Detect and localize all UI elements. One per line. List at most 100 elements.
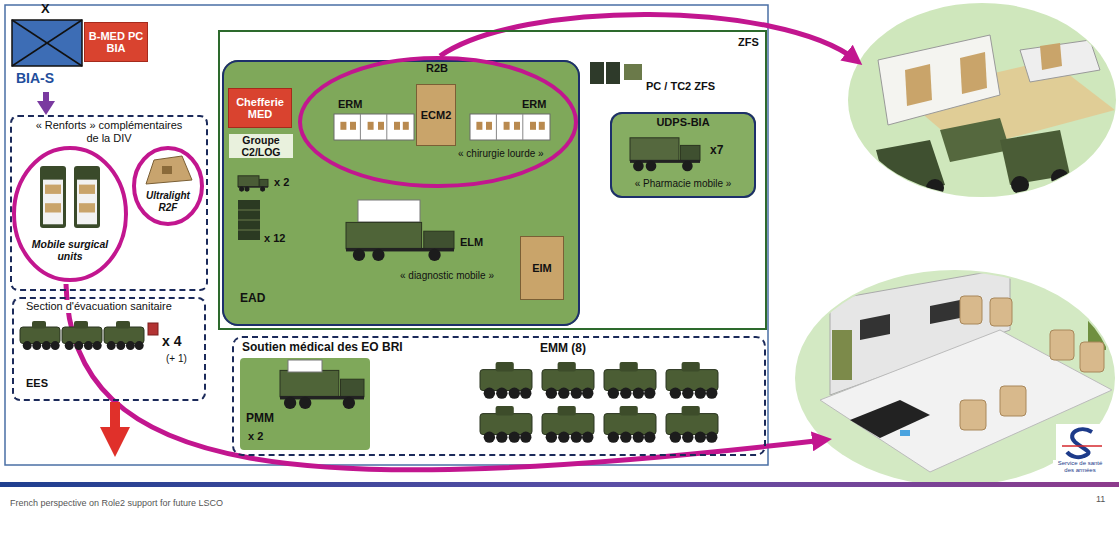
vehicle-wheel: [93, 341, 102, 350]
node-picture: [132, 146, 204, 226]
container-divider: [522, 114, 523, 140]
vehicle-turret: [682, 406, 700, 416]
vehicle-bed: [45, 203, 61, 212]
truck-body: [940, 118, 1010, 162]
vehicle-wheel: [695, 387, 706, 398]
vehicle-wheel: [74, 341, 83, 350]
highlight-ellipse: Ultralight R2F: [132, 146, 204, 226]
node-text: x7: [710, 144, 723, 158]
node-text: ZFS: [738, 36, 759, 49]
vehicle-turret: [620, 406, 638, 416]
vehicle-wheel: [84, 341, 93, 350]
callout-arrow: [440, 14, 856, 60]
node-text: x 2: [248, 430, 263, 443]
vehicle-bed: [79, 185, 95, 194]
unit-symbol-frame: [12, 20, 82, 66]
node-text: B-MED PC BIA: [86, 30, 146, 55]
vehicle-wheel: [670, 387, 681, 398]
vehicle-wheel: [546, 431, 557, 442]
unit-symbol-cross: [12, 20, 82, 66]
vehicle-wheel: [65, 341, 74, 350]
logo-mark: [1067, 429, 1092, 457]
slide-frame: [5, 5, 768, 465]
medical-support-group: Soutien médical des EO BRIPMMx 2EMM (8): [232, 336, 766, 456]
truck-chassis: [630, 160, 700, 163]
vehicle-wheel: [558, 387, 569, 398]
vehicle-wheel: [582, 431, 593, 442]
truck-wheel: [284, 397, 296, 409]
truck-wheel: [633, 161, 644, 172]
shelter-module: EIM: [520, 236, 564, 300]
vehicle-hull: [666, 414, 718, 435]
equipment-stack: [238, 200, 260, 240]
vehicle-turret: [682, 362, 700, 372]
vehicle-hull: [666, 370, 718, 391]
vehicle-hull: [480, 414, 532, 435]
command-panel: [606, 62, 620, 84]
truck-wheel: [428, 249, 440, 261]
truck-wheel: [682, 161, 693, 172]
vehicle-wheel: [520, 387, 531, 398]
vehicle-wheel: [633, 431, 644, 442]
vehicle-cabin: [43, 180, 63, 225]
vehicle-wheel: [42, 341, 51, 350]
node-text: « chirurgie lourde »: [458, 148, 544, 160]
node-text: x 2: [274, 176, 289, 189]
truck-wheel: [646, 161, 657, 172]
truck-chassis: [346, 248, 454, 252]
shelter-illustration: [876, 35, 1115, 204]
container-plan: [334, 114, 414, 140]
seat: [990, 298, 1012, 326]
node-text: ERM: [338, 98, 362, 111]
vehicle-turret: [116, 321, 130, 329]
node-text: Mobile surgical units: [25, 238, 115, 262]
vehicle-module: PMM x 2: [240, 358, 370, 450]
seat: [1080, 342, 1104, 372]
container-fitting: [539, 122, 545, 130]
node-text: PMM: [246, 412, 274, 426]
container-fitting: [378, 122, 384, 130]
vehicle-turret: [558, 362, 576, 372]
expanded-shelter: [358, 200, 420, 222]
node-text: Chefferie MED: [230, 96, 290, 121]
unit-badge: [148, 323, 158, 335]
truck-body: [630, 138, 679, 161]
vehicle-wheel: [633, 387, 644, 398]
vehicle-wheel: [620, 387, 631, 398]
truck-wheel: [1011, 176, 1029, 194]
tent: [146, 156, 192, 184]
container-plan: [470, 114, 550, 140]
container-fitting: [504, 122, 510, 130]
vehicle-wheel: [682, 387, 693, 398]
seat: [1050, 330, 1074, 360]
vehicle-wheel: [608, 387, 619, 398]
footer-bar: [0, 482, 1119, 487]
node-text: x 12: [264, 232, 285, 245]
vehicle-wheel: [682, 431, 693, 442]
seat: [960, 296, 982, 324]
seat: [1000, 386, 1026, 416]
truck-wheel: [239, 187, 244, 192]
unit-symbol-cross: [12, 20, 82, 66]
vehicle-wheel: [520, 431, 531, 442]
truck-cab: [260, 179, 268, 186]
node-text: ELM: [460, 236, 483, 249]
node-text: ECM2: [416, 109, 456, 122]
screen: [860, 314, 890, 340]
vehicle-hull: [604, 414, 656, 435]
vehicle-wheel: [509, 387, 520, 398]
truck-wheel: [343, 397, 355, 409]
vehicle-wheel: [706, 431, 717, 442]
truck-wheel: [886, 186, 904, 204]
node-text: Soutien médical des EO BRI: [242, 341, 403, 355]
node-text: EES: [24, 377, 50, 390]
truck-wheel: [260, 187, 265, 192]
page-number: 11: [1096, 494, 1105, 504]
support-group: Groupe C2/LOG x 2 x 12: [228, 134, 296, 254]
vehicle-wheel: [509, 431, 520, 442]
node-text: UDPS-BIA: [610, 116, 756, 129]
truck-body: [280, 370, 339, 396]
node-text: Groupe C2/LOG: [229, 134, 293, 158]
detail-circle: [795, 270, 1115, 486]
highlight-outline: [134, 148, 202, 224]
